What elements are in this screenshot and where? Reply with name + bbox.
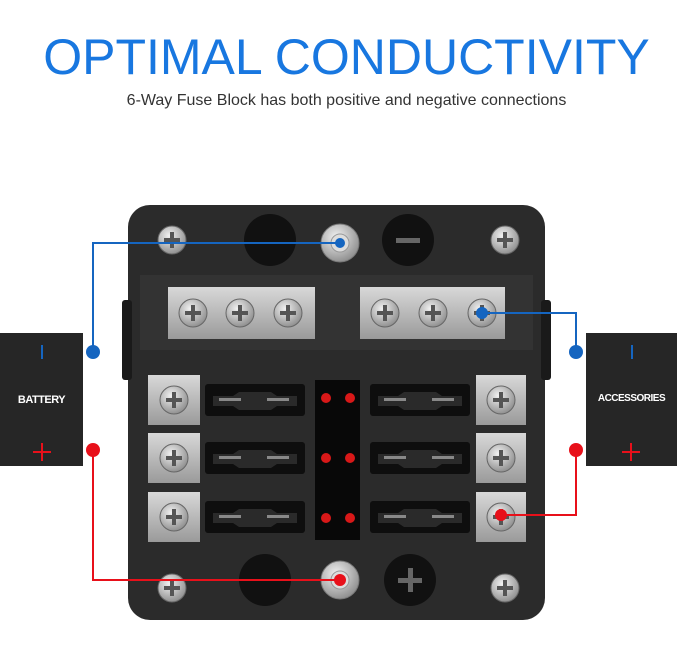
negative-wire-accessories [482, 312, 577, 352]
battery-negative-symbol-icon [41, 345, 43, 359]
positive-wire-accessories [501, 450, 577, 516]
fuse-slot [205, 501, 305, 533]
mount-hole-icon [244, 214, 296, 266]
page-subtitle: 6-Way Fuse Block has both positive and n… [126, 92, 567, 109]
fuse-terminals-left [148, 375, 200, 542]
fuse-slot [205, 442, 305, 474]
page-title: OPTIMAL CONDUCTIVITY [43, 29, 650, 85]
corner-screw-icon [157, 573, 187, 603]
fuse-slot [370, 384, 470, 416]
battery-positive-symbol-icon [33, 443, 51, 461]
fuse-indicator-leds [321, 393, 355, 523]
fuse-slot [205, 384, 305, 416]
accessories-positive-symbol-icon [622, 443, 640, 461]
battery-label: BATTERY [17, 394, 66, 406]
corner-screw-icon [490, 573, 520, 603]
fuse-slot [370, 501, 470, 533]
accessories-label: ACCESSORIES [597, 393, 666, 404]
corner-screw-icon [490, 225, 520, 255]
positive-wire-battery [92, 450, 340, 581]
accessories-negative-symbol-icon [631, 345, 633, 359]
negative-wire-battery [92, 242, 340, 352]
fuse-terminals-right [476, 375, 526, 542]
fuse-slot [370, 442, 470, 474]
corner-screw-icon [157, 225, 187, 255]
